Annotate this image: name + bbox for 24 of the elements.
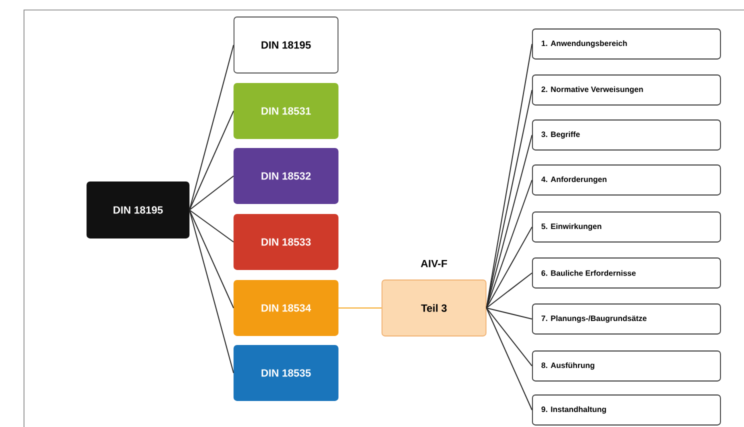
box-label: DIN 18534 [262,304,312,312]
box-label: DIN 18195 [114,206,163,214]
connector-line [188,44,234,210]
connector-line [188,210,234,308]
box-label: DIN 18531 [262,107,311,115]
connector-line [486,308,532,366]
connector-line [486,90,532,308]
connector-line [486,272,532,308]
box-heading: AIV-F [420,260,448,268]
connector-line [486,308,532,410]
connector-line [486,226,532,308]
box-label: DIN 18533 [262,238,311,246]
connector-line [486,134,532,308]
box-label: DIN 18195 [262,41,311,49]
box-label: DIN 18535 [262,369,311,377]
connector-line [486,180,532,308]
connector-line [188,110,234,210]
box-label: DIN 18532 [262,172,311,180]
connector-line [188,176,234,210]
connector-line [188,210,234,242]
box-label: Teil 3 [421,304,447,312]
connector-line [188,210,234,374]
connector-line [486,44,532,308]
connector-line [486,308,532,320]
